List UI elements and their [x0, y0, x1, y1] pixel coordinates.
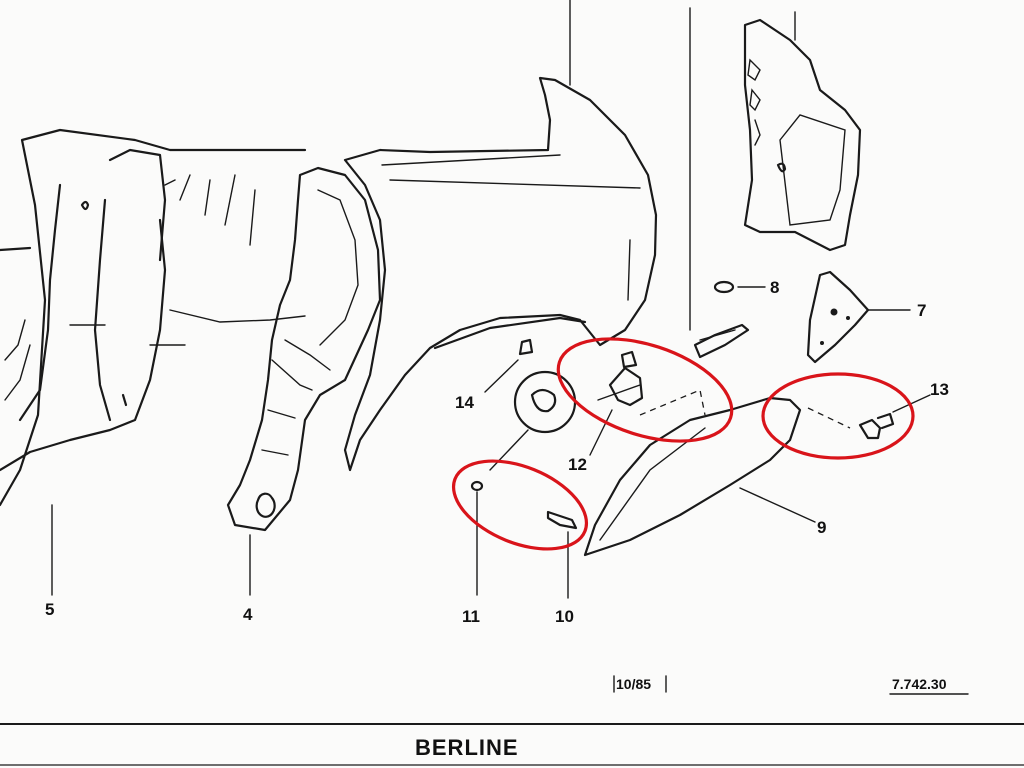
highlight-circle-pin	[451, 459, 589, 551]
date-reference: 10/85	[616, 676, 651, 692]
highlight-circle-clip	[761, 372, 915, 460]
part-10-pin	[546, 510, 578, 599]
part-7-triangle-plate	[806, 270, 911, 364]
part-4-bracket	[226, 166, 382, 596]
callout-7: 7	[917, 301, 926, 320]
upper-side-panel	[689, 7, 862, 331]
date-reference-bracket	[613, 675, 667, 693]
footer-rule	[0, 723, 1024, 766]
plate-number: 7.742.30	[892, 676, 947, 692]
callout-8: 8	[770, 278, 779, 297]
callout-13: 13	[930, 380, 949, 399]
highlight-marks	[451, 337, 915, 551]
part-5-inner-panel	[0, 128, 307, 596]
callout-11: 11	[462, 607, 480, 626]
callout-12: 12	[568, 455, 587, 474]
hinge-bracket	[693, 323, 750, 359]
part-12-hinge	[589, 350, 706, 456]
highlight-circle-hinge	[556, 337, 734, 443]
callout-9: 9	[817, 518, 826, 537]
part-9-flap-door	[583, 396, 816, 557]
outer-quarter-panel	[343, 0, 658, 472]
section-title: BERLINE	[415, 735, 519, 760]
part-14-bump-stop	[484, 338, 534, 393]
part-11-clip	[470, 480, 484, 596]
callout-4: 4	[243, 605, 253, 624]
part-8-grommet	[713, 280, 766, 294]
callout-14: 14	[455, 393, 474, 412]
callout-10: 10	[555, 607, 574, 626]
callout-5: 5	[45, 600, 54, 619]
